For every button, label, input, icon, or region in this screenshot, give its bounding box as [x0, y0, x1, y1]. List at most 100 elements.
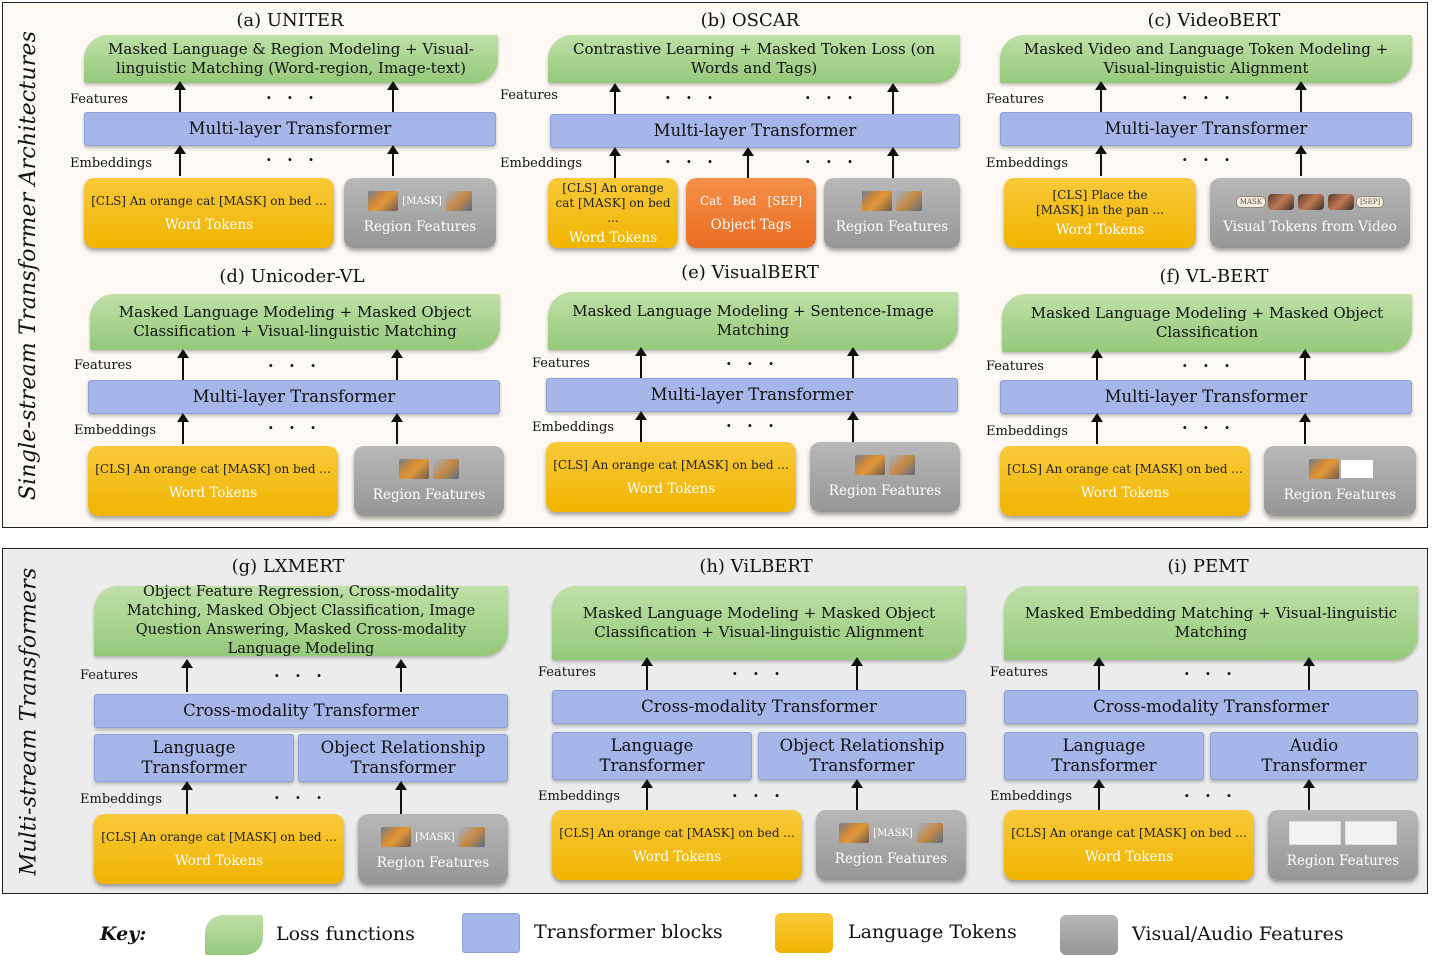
word-tokens-box: [CLS] An orange cat [MASK] on bed ... Wo… — [548, 178, 678, 248]
loss-function-box: Masked Embedding Matching + Visual-lingu… — [1004, 586, 1418, 660]
word-tokens-label: Word Tokens — [164, 216, 254, 233]
legend-label-loss: Loss functions — [276, 923, 415, 945]
arrow — [847, 411, 859, 442]
ellipsis: · · · — [268, 418, 321, 437]
panel-vl-bert: (f) VL-BERT Masked Language Modeling + M… — [986, 266, 1422, 522]
ellipsis: · · · — [266, 88, 319, 107]
cat-image-thumbnail — [896, 191, 922, 212]
cat-image-thumbnail — [381, 827, 412, 848]
features-label: Features — [80, 668, 138, 683]
panel-vilbert: (h) ViLBERT Masked Language Modeling + M… — [536, 556, 976, 888]
object-tags-box: Cat Bed [SEP] Object Tags — [686, 178, 816, 248]
ellipsis: · · · — [274, 788, 327, 807]
cross-modality-transformer: Cross-modality Transformer — [94, 694, 508, 728]
ellipsis: · · · — [1184, 664, 1237, 683]
arrow — [1303, 657, 1315, 690]
word-tokens-label: Word Tokens — [174, 852, 264, 869]
cat-image-thumbnail — [855, 455, 885, 476]
arrow — [387, 145, 399, 176]
object-relationship-transformer: Object Relationship Transformer — [758, 732, 966, 780]
mask-token: [MASK] — [402, 195, 442, 207]
ellipsis: · · · — [266, 150, 319, 169]
ellipsis: · · · — [1182, 418, 1235, 437]
cat-image-thumbnail — [1309, 459, 1339, 480]
legend-label-visual: Visual/Audio Features — [1132, 923, 1344, 945]
mask-token: [MASK] — [415, 831, 455, 843]
ellipsis: · · · — [1182, 150, 1235, 169]
arrow — [174, 145, 186, 176]
ellipsis: · · · — [805, 88, 858, 107]
ellipsis: · · · — [1184, 786, 1237, 805]
language-transformer: Language Transformer — [552, 732, 752, 780]
cross-modality-transformer: Cross-modality Transformer — [552, 690, 966, 724]
cross-modality-transformer: Cross-modality Transformer — [1004, 690, 1418, 724]
features-label: Features — [70, 92, 128, 107]
single-stream-label: Single-stream Transformer Architectures — [16, 30, 42, 500]
token-sequence: [CLS] An orange cat [MASK] on bed ... — [91, 193, 327, 208]
token-sequence: [CLS] An orange cat [MASK] on bed ... — [95, 461, 331, 476]
region-features-label: Region Features — [376, 855, 490, 872]
region-features-box: Region Features — [824, 178, 960, 248]
region-features-label: Region Features — [363, 219, 477, 236]
loss-function-box: Masked Language & Region Modeling + Visu… — [84, 35, 498, 83]
panel-uniter: (a) UNITER Masked Language & Region Mode… — [70, 10, 510, 260]
arrow — [635, 411, 647, 442]
arrow — [395, 659, 407, 692]
ellipsis: · · · — [1182, 88, 1235, 107]
language-transformer: Language Transformer — [1004, 732, 1204, 780]
mask-pill: MASK — [1235, 196, 1267, 208]
arrow — [177, 413, 189, 444]
object-relationship-transformer: Object Relationship Transformer — [298, 734, 508, 782]
transformer-block: Multi-layer Transformer — [550, 114, 960, 148]
embeddings-label: Embeddings — [80, 792, 162, 807]
panel-lxmert: (g) LXMERT Object Feature Regression, Cr… — [78, 556, 518, 888]
word-tokens-box: [CLS] An orange cat [MASK] on bed ... Wo… — [546, 442, 796, 512]
audio-waveform-icon — [1345, 821, 1397, 845]
features-label: Features — [500, 88, 558, 103]
features-label: Features — [986, 92, 1044, 107]
word-tokens-label: Word Tokens — [168, 484, 258, 501]
embeddings-label: Embeddings — [532, 420, 614, 435]
ellipsis: · · · — [732, 664, 785, 683]
arrow — [847, 347, 859, 378]
legend-swatch-transformer — [462, 913, 520, 953]
arrow — [1295, 145, 1307, 176]
region-features-box: Region Features — [1264, 446, 1416, 516]
arrow — [391, 413, 403, 444]
arrow — [1093, 657, 1105, 690]
ellipsis: · · · — [665, 88, 718, 107]
arrow — [641, 779, 653, 812]
embeddings-label: Embeddings — [986, 424, 1068, 439]
arrow — [1095, 81, 1107, 112]
region-features-label: Region Features — [372, 487, 486, 504]
legend-label-language: Language Tokens — [848, 921, 1017, 943]
arrow — [181, 781, 193, 814]
panel-oscar: (b) OSCAR Contrastive Learning + Masked … — [500, 10, 970, 260]
ellipsis: · · · — [665, 152, 718, 171]
panel-pemt: (i) PEMT Masked Embedding Matching + Vis… — [988, 556, 1422, 888]
arrow — [177, 349, 189, 380]
panel-title: (d) Unicoder-VL — [219, 266, 365, 287]
word-tokens-label: Word Tokens — [1055, 222, 1145, 238]
region-features-box: [MASK] Region Features — [344, 178, 496, 248]
word-tokens-box: [CLS] An orange cat [MASK] on bed ... Wo… — [1004, 810, 1254, 880]
loss-function-box: Contrastive Learning + Masked Token Loss… — [548, 35, 960, 83]
panel-title: (b) OSCAR — [700, 10, 800, 31]
arrow — [742, 147, 754, 178]
arrow — [887, 147, 899, 178]
legend-swatch-visual — [1060, 915, 1118, 955]
loss-function-box: Masked Language Modeling + Masked Object… — [90, 294, 500, 350]
word-tokens-box: [CLS] An orange cat [MASK] on bed ... Wo… — [88, 446, 338, 516]
cat-image-thumbnail — [862, 191, 892, 212]
legend: Key: Loss functions Transformer blocks L… — [0, 905, 1432, 961]
token-sequence: [CLS] Place the [MASK] in the pan ... — [1036, 188, 1164, 217]
word-tokens-label: Word Tokens — [626, 480, 716, 497]
word-tokens-label: Word Tokens — [1080, 484, 1170, 501]
region-features-box: Region Features — [354, 446, 504, 516]
loss-function-box: Masked Video and Language Token Modeling… — [1000, 35, 1412, 83]
token-sequence: [CLS] An orange cat [MASK] on bed ... — [553, 457, 789, 472]
visual-tokens-label: Visual Tokens from Video — [1223, 218, 1397, 235]
arrow — [609, 83, 621, 114]
language-transformer: Language Transformer — [94, 734, 294, 782]
embeddings-label: Embeddings — [986, 156, 1068, 171]
